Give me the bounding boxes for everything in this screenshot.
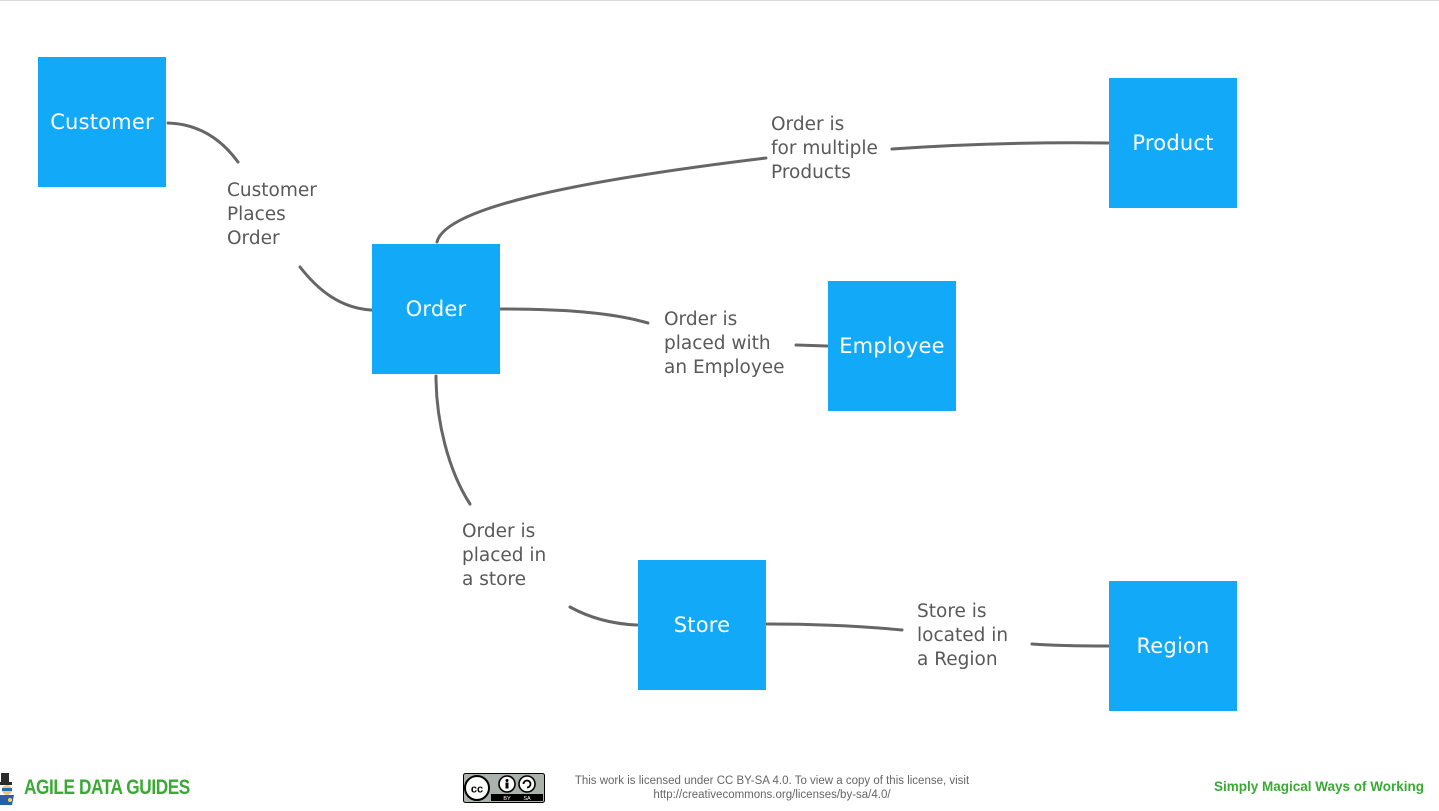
svg-text:SA: SA: [523, 796, 531, 802]
relationship-customer-order: Customer Places Order: [227, 179, 317, 251]
entity-product[interactable]: Product: [1109, 78, 1237, 208]
relationship-line: Order is: [462, 521, 536, 542]
relationship-line: Customer: [227, 180, 317, 201]
entity-employee[interactable]: Employee: [828, 281, 956, 411]
connector-store-label-to-store: [568, 605, 639, 627]
relationship-order-employee: Order is placed with an Employee: [664, 308, 785, 380]
relationship-line: an Employee: [664, 357, 785, 378]
wizard-mascot-icon: [0, 773, 14, 805]
license-text: This work is licensed under CC BY-SA 4.0…: [574, 775, 970, 787]
entity-region[interactable]: Region: [1109, 581, 1237, 711]
license-notice: This work is licensed under CC BY-SA 4.0…: [560, 774, 984, 802]
entity-employee-label: Employee: [839, 334, 945, 358]
connector-product-label-to-product: [890, 141, 1110, 151]
connector-label-to-order: [298, 265, 373, 312]
connector-region-label-to-region: [1030, 642, 1110, 648]
relationship-line: a Region: [917, 649, 998, 670]
svg-text:cc: cc: [471, 784, 483, 796]
relationship-line: located in: [917, 625, 1009, 646]
connector-order-to-store-label: [434, 374, 472, 506]
relationship-connectors: [166, 121, 1110, 648]
entity-store[interactable]: Store: [638, 560, 766, 690]
relationship-line: Places: [227, 204, 286, 225]
connector-order-to-product-label: [435, 156, 768, 244]
relationship-line: a store: [462, 569, 527, 590]
connector-employee-label-to-employee: [794, 343, 829, 348]
relationship-store-region: Store is located in a Region: [917, 600, 1008, 672]
license-url-link[interactable]: http://creativecommons.org/licenses/by-s…: [653, 789, 891, 801]
cc-by-sa-badge: cc BY SA: [463, 773, 545, 803]
relationship-line: for multiple: [771, 138, 878, 159]
entity-region-label: Region: [1136, 634, 1210, 658]
relationship-line: placed with: [664, 333, 771, 354]
connector-store-to-region-label: [765, 622, 904, 632]
connector-customer-to-label: [166, 121, 240, 164]
relationship-line: Store is: [917, 601, 987, 622]
entity-order[interactable]: Order: [372, 244, 500, 374]
tagline: Simply Magical Ways of Working: [1213, 779, 1424, 794]
relationship-line: Order is: [664, 309, 738, 330]
relationship-order-store: Order is placed in a store: [462, 520, 546, 592]
svg-text:BY: BY: [503, 796, 511, 802]
relationship-line: Order is: [771, 114, 845, 135]
entity-customer[interactable]: Customer: [38, 57, 166, 187]
relationship-line: placed in: [462, 545, 547, 566]
connector-order-to-employee-label: [499, 307, 650, 325]
entity-order-label: Order: [405, 297, 467, 321]
entity-customer-label: Customer: [50, 110, 154, 134]
entity-store-label: Store: [673, 613, 731, 637]
brand-name: AGILE DATA GUIDES: [24, 776, 190, 799]
entity-product-label: Product: [1132, 131, 1214, 155]
relationship-line: Products: [771, 162, 851, 183]
brand-logo: AGILE DATA GUIDES: [0, 768, 226, 808]
relationship-order-product: Order is for multiple Products: [771, 113, 878, 185]
relationship-line: Order: [227, 228, 280, 249]
top-divider: [0, 0, 1439, 1]
